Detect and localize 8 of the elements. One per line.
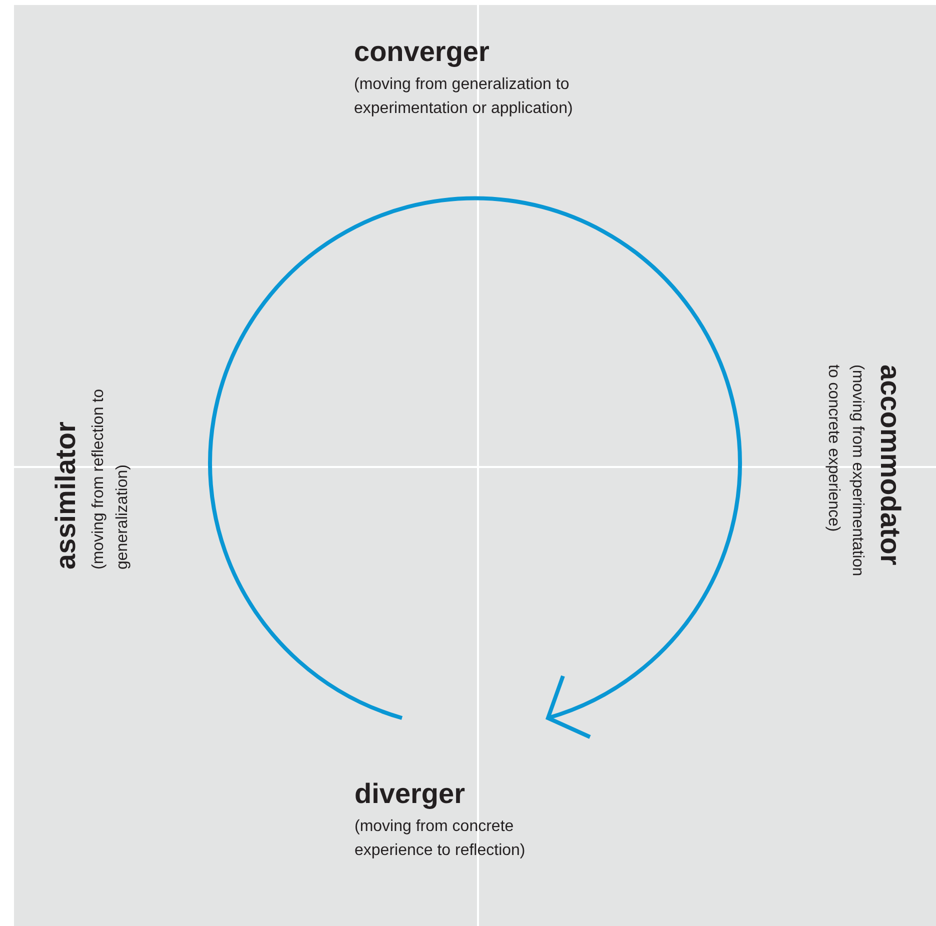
quadrant-heading: converger (354, 35, 490, 69)
quadrant-description: (moving from generalization to experimentation or application) (354, 75, 574, 119)
quadrant-description: (moving from reflection to generalization) (89, 388, 132, 570)
quadrant-heading: diverger (354, 777, 466, 811)
quadrant-heading: accommodator (874, 364, 907, 568)
quadrant-description: (moving from experimentation to concrete experience) (824, 364, 867, 578)
quadrant-description: (moving from concrete experience to reflection) (354, 817, 526, 861)
quadrant-heading: assimilator (49, 420, 82, 570)
